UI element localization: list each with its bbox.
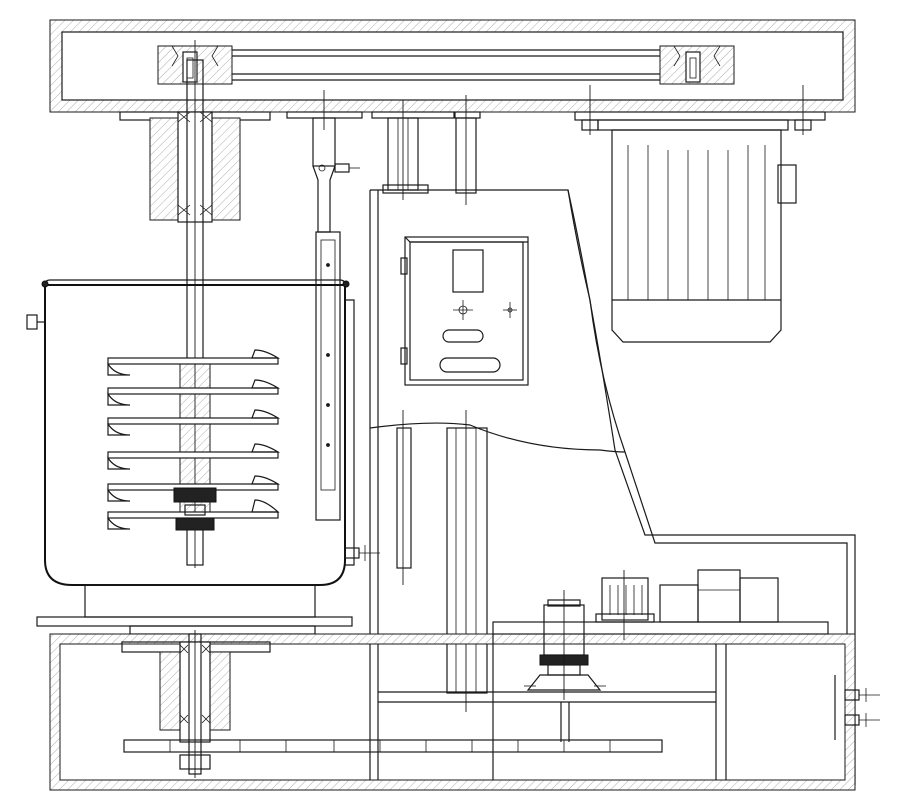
vessel-support <box>36 584 353 635</box>
lift-rod-assembly <box>312 117 360 521</box>
valve-icon <box>844 713 880 727</box>
base-frame <box>49 621 856 791</box>
control-box <box>400 236 529 386</box>
turntable-disc <box>123 739 663 753</box>
top-frame <box>49 19 856 113</box>
blade-row-icon <box>107 443 281 470</box>
side-valves <box>834 675 880 740</box>
small-motors <box>524 569 779 700</box>
lower-bearing-housing <box>121 630 271 778</box>
pump-motor-icon <box>659 569 779 623</box>
blade-row-icon <box>107 379 281 406</box>
belt-pulleys <box>157 45 735 85</box>
blade-row-icon <box>107 409 281 436</box>
valve-icon <box>844 688 880 702</box>
blade-row-icon <box>107 349 281 376</box>
lift-column <box>369 117 856 785</box>
mixing-vessel <box>26 279 380 586</box>
agitator-blades <box>107 349 281 531</box>
fan-motor-icon <box>595 570 655 640</box>
gear-motor-icon <box>524 590 606 700</box>
top-motor <box>597 119 797 343</box>
right-pulley-icon <box>659 45 735 85</box>
